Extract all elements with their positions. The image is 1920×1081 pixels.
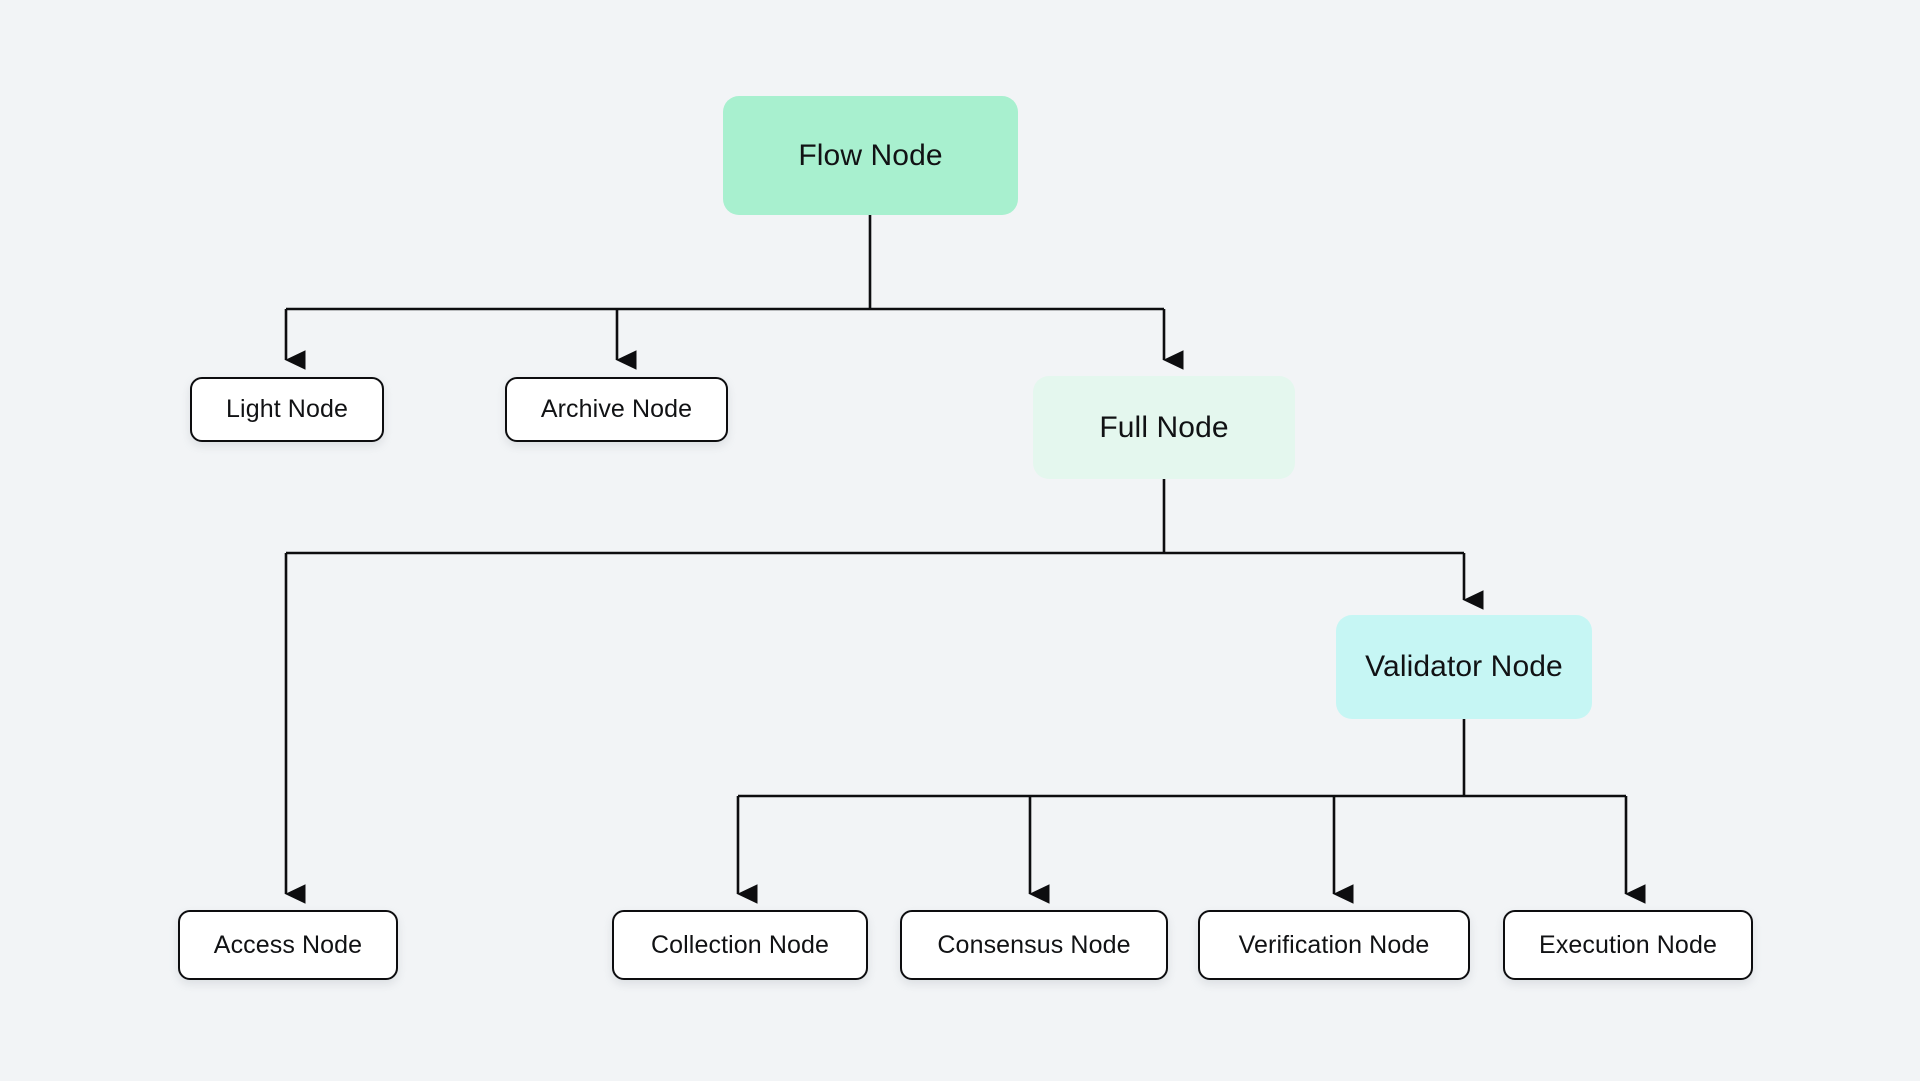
node-collection-label: Collection Node: [651, 930, 829, 959]
node-full-label: Full Node: [1099, 410, 1229, 444]
node-access-label: Access Node: [213, 930, 363, 959]
node-full[interactable]: Full Node: [1022, 365, 1306, 490]
node-flow[interactable]: Flow Node: [712, 85, 1029, 226]
node-consensus[interactable]: Consensus Node: [900, 910, 1168, 980]
node-execution-label: Execution Node: [1539, 930, 1717, 959]
node-verification-label: Verification Node: [1238, 930, 1430, 959]
node-flow-label: Flow Node: [798, 138, 943, 172]
node-access[interactable]: Access Node: [178, 910, 398, 980]
node-light[interactable]: Light Node: [190, 377, 384, 442]
node-execution[interactable]: Execution Node: [1503, 910, 1753, 980]
node-archive-label: Archive Node: [540, 395, 693, 423]
node-consensus-label: Consensus Node: [937, 930, 1131, 959]
node-archive[interactable]: Archive Node: [505, 377, 728, 442]
node-validator-label: Validator Node: [1365, 650, 1563, 683]
node-light-label: Light Node: [226, 395, 348, 423]
node-validator[interactable]: Validator Node: [1325, 604, 1603, 730]
node-verification[interactable]: Verification Node: [1198, 910, 1470, 980]
node-collection[interactable]: Collection Node: [612, 910, 868, 980]
